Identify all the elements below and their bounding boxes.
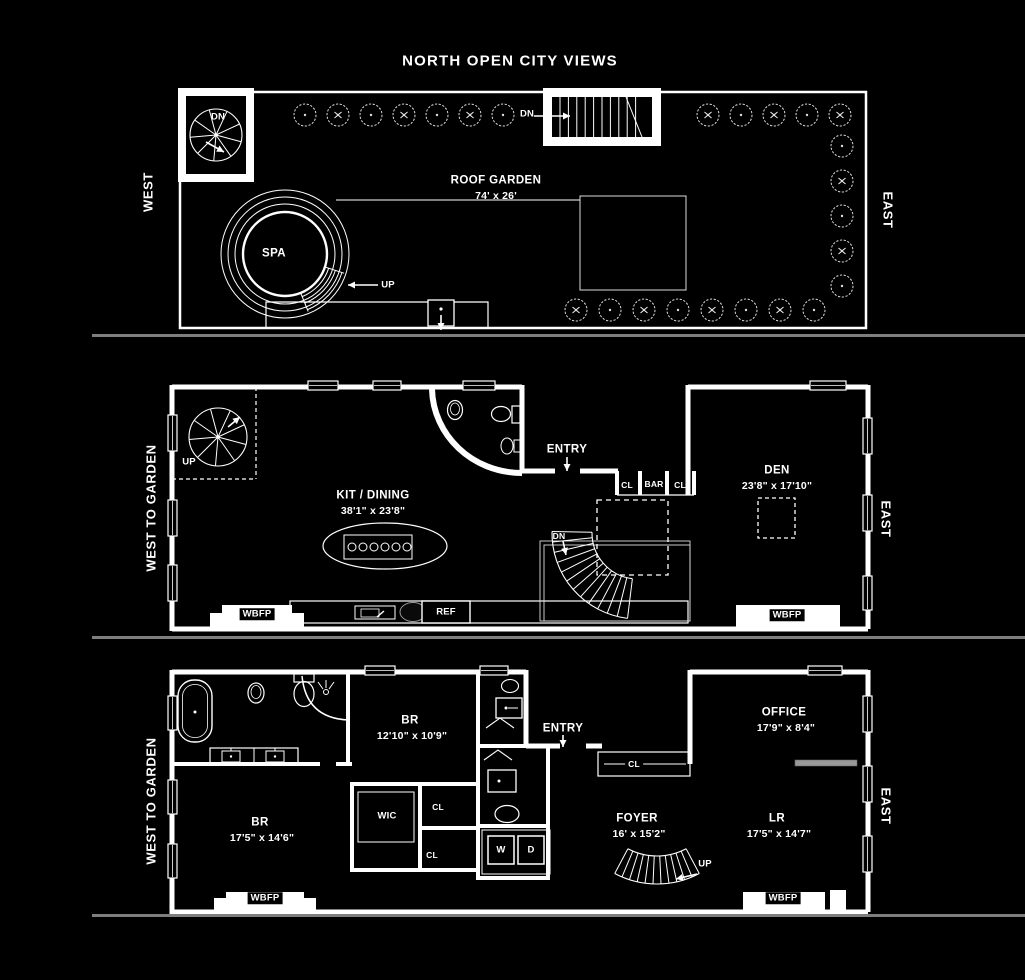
roof-plan-drawing [178,88,868,330]
roof-stair-dn-label: DN [519,108,535,120]
page-title: NORTH OPEN CITY VIEWS [402,52,618,70]
roof-garden-name: ROOF GARDEN [450,174,542,187]
bedroom1-name: BR [401,714,419,727]
foyer-dims: 16' x 15'2" [612,827,666,840]
office-name: OFFICE [761,706,807,719]
lower-wbfp-right-label: WBFP [765,892,801,904]
main-west-label: WEST TO GARDEN [143,444,159,572]
wic-label: WIC [377,810,397,822]
main-floor-drawing [167,380,873,632]
main-plan-divider [92,636,1025,639]
bedroom1-dims: 12'10" x 10'9" [376,729,448,742]
lower-floor-plan: ENTRY BR 12'10" x 10'9" BR 17'5" x 14'6"… [167,665,873,918]
roof-east-label: EAST [880,191,896,229]
office-dims: 17'9" x 8'4" [756,721,816,734]
living-room-dims: 17'5" x 14'7" [746,827,812,840]
foyer-name: FOYER [616,812,658,825]
main-wbfp-left-label: WBFP [239,608,275,620]
main-wbfp-right-label: WBFP [769,609,805,621]
washer-label: W [496,844,506,856]
roof-garden-dims: 74' x 26' [475,189,517,202]
main-closet-left-label: CL [621,479,633,490]
spa-label: SPA [262,247,286,260]
fridge-label: REF [436,606,456,618]
main-stair-dn-label: DN [552,530,566,541]
roof-west-label: WEST [140,172,156,212]
bar-label: BAR [644,478,664,489]
main-spiral-up-label: UP [182,456,196,468]
lower-stair-up-label: UP [698,858,712,870]
kitchen-name: KIT / DINING [336,489,410,502]
lower-entry-label: ENTRY [542,722,584,735]
roof-plan: DN DN ROOF GARDEN 74' x 26' SPA UP [178,88,870,332]
closet-upper-label: CL [432,801,444,812]
den-name: DEN [764,464,790,477]
main-east-label: EAST [878,500,894,538]
roof-spiral-dn-label: DN [210,111,226,123]
den-dims: 23'8" x 17'10" [741,479,813,492]
roof-plan-divider [92,334,1025,337]
living-room-name: LR [768,812,786,825]
dryer-label: D [527,844,535,856]
lower-floor-drawing [167,665,873,915]
main-closet-right-label: CL [674,479,686,490]
bedroom2-dims: 17'5" x 14'6" [229,831,295,844]
kitchen-dims: 38'1" x 23'8" [340,504,406,517]
closet-lower-label: CL [426,849,438,860]
main-entry-label: ENTRY [546,443,588,456]
spa-up-label: UP [381,279,395,291]
main-floor-plan: UP KIT / DINING 38'1" x 23'8" ENTRY DEN … [167,380,873,635]
lower-west-label: WEST TO GARDEN [143,737,159,865]
lower-plan-divider [92,914,1025,917]
lower-wbfp-left-label: WBFP [247,892,283,904]
lower-east-label: EAST [878,787,894,825]
entry-closet-label: CL [625,758,643,770]
bedroom2-name: BR [251,816,269,829]
